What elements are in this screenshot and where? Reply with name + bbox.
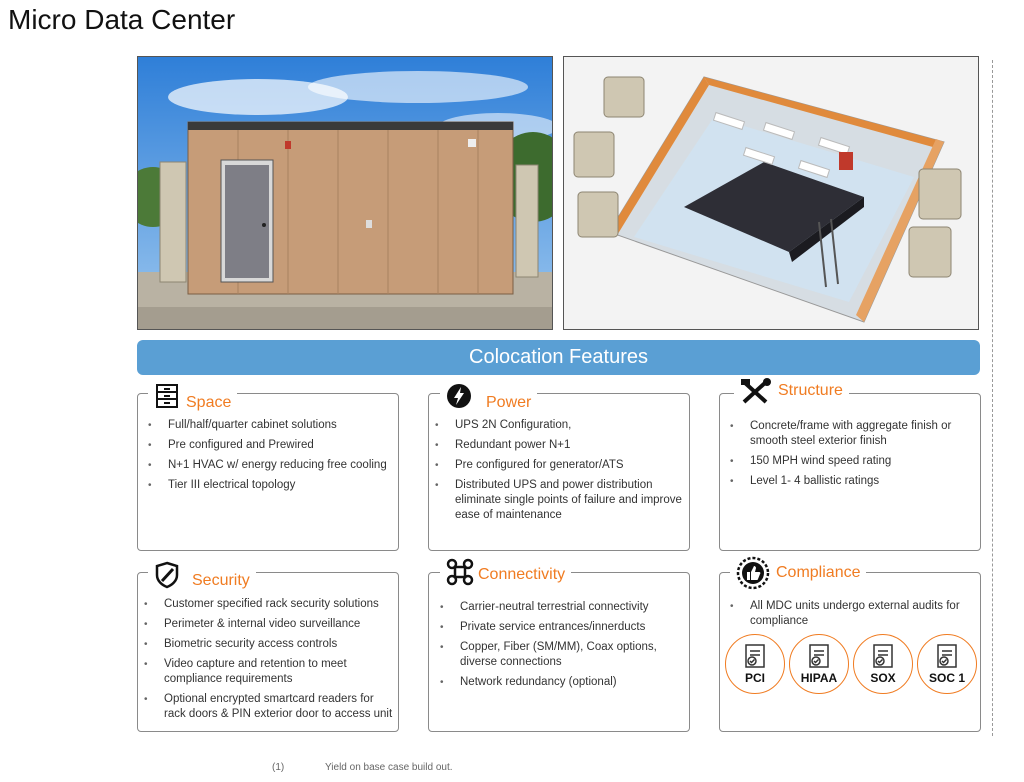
list-item: Full/half/quarter cabinet solutions	[146, 418, 394, 433]
connectivity-title-label: Connectivity	[478, 566, 566, 583]
security-title-label: Security	[192, 572, 250, 589]
soc1-label: SOC 1	[928, 671, 965, 685]
power-title: Power	[440, 380, 538, 412]
structure-list: Concrete/frame with aggregate finish or …	[728, 419, 976, 494]
compliance-badges: PCI HIPAA SOX SOC 1	[725, 634, 977, 694]
sox-badge: SOX	[853, 634, 913, 694]
footnote-text: Yield on base case build out.	[325, 762, 453, 773]
list-item: Private service entrances/innerducts	[438, 620, 686, 635]
command-key-icon	[446, 558, 474, 586]
structure-title: Structure	[734, 378, 849, 404]
footnote-marker: (1)	[272, 762, 285, 773]
list-item: Pre configured for generator/ATS	[433, 458, 685, 473]
divider-line	[992, 60, 993, 736]
compliance-title: Compliance	[730, 556, 867, 590]
list-item: N+1 HVAC w/ energy reducing free cooling	[146, 458, 394, 473]
space-title-label: Space	[186, 394, 232, 411]
checklist-icon	[937, 644, 957, 668]
page-title: Micro Data Center	[8, 4, 236, 35]
list-item: Customer specified rack security solutio…	[142, 597, 396, 612]
cabinet-icon	[154, 383, 180, 409]
checklist-icon	[745, 644, 765, 668]
list-item: 150 MPH wind speed rating	[728, 454, 976, 469]
checklist-icon	[809, 644, 829, 668]
list-item: Copper, Fiber (SM/MM), Coax options, div…	[438, 640, 686, 670]
list-item: Carrier-neutral terrestrial connectivity	[438, 600, 686, 615]
list-item: Video capture and retention to meet comp…	[142, 657, 396, 687]
hipaa-badge: HIPAA	[789, 634, 849, 694]
soc1-badge: SOC 1	[917, 634, 977, 694]
list-item: Pre configured and Prewired	[146, 438, 394, 453]
power-list: UPS 2N Configuration, Redundant power N+…	[433, 418, 685, 528]
connectivity-list: Carrier-neutral terrestrial connectivity…	[438, 600, 686, 695]
exterior-photo	[137, 56, 553, 330]
cutaway-render	[563, 56, 979, 330]
sox-label: SOX	[870, 671, 896, 685]
shield-icon	[154, 561, 180, 589]
pci-badge: PCI	[725, 634, 785, 694]
list-item: Optional encrypted smartcard readers for…	[142, 692, 396, 722]
list-item: Biometric security access controls	[142, 637, 396, 652]
connectivity-title: Connectivity	[440, 558, 572, 586]
list-item: UPS 2N Configuration,	[433, 418, 685, 433]
security-title: Security	[148, 558, 256, 590]
compliance-title-label: Compliance	[776, 564, 861, 581]
list-item: Concrete/frame with aggregate finish or …	[728, 419, 976, 449]
security-list: Customer specified rack security solutio…	[142, 597, 396, 727]
structure-title-label: Structure	[778, 382, 843, 399]
space-title: Space	[148, 380, 238, 412]
colocation-features-banner: Colocation Features	[137, 340, 980, 375]
compliance-list: All MDC units undergo external audits fo…	[728, 599, 976, 634]
checklist-icon	[873, 644, 893, 668]
list-item: Perimeter & internal video surveillance	[142, 617, 396, 632]
hipaa-label: HIPAA	[800, 671, 838, 685]
space-list: Full/half/quarter cabinet solutions Pre …	[146, 418, 394, 498]
pci-label: PCI	[744, 671, 765, 685]
list-item: All MDC units undergo external audits fo…	[728, 599, 976, 629]
list-item: Tier III electrical topology	[146, 478, 394, 493]
tools-icon	[740, 378, 771, 404]
thumbs-up-badge-icon	[736, 556, 770, 590]
list-item: Distributed UPS and power distribution e…	[433, 478, 685, 523]
list-item: Network redundancy (optional)	[438, 675, 686, 690]
list-item: Level 1- 4 ballistic ratings	[728, 474, 976, 489]
lightning-icon	[446, 383, 472, 409]
power-title-label: Power	[486, 394, 532, 411]
list-item: Redundant power N+1	[433, 438, 685, 453]
